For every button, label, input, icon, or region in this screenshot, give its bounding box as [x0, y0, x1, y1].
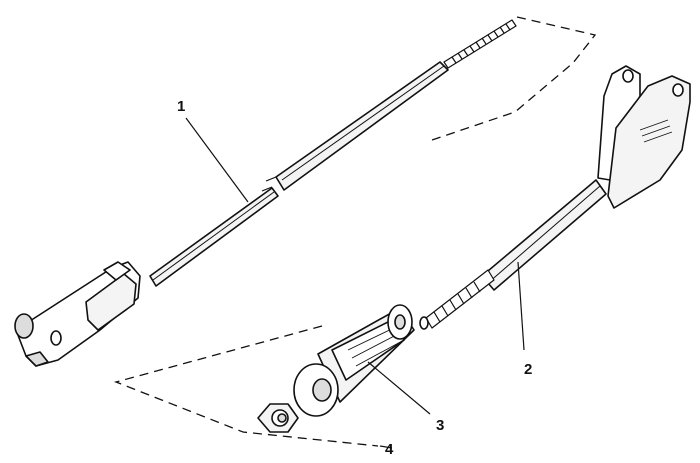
assembly-guide-lines — [113, 16, 597, 447]
leader-line-2 — [517, 261, 525, 351]
part-3-adjuster-barrel — [293, 304, 415, 417]
callout-label-3: 3 — [436, 417, 445, 434]
callout-label-4: 4 — [385, 441, 394, 458]
part-4-hex-nut — [257, 403, 299, 433]
leader-line-4 — [379, 445, 393, 449]
leader-line-3 — [367, 361, 431, 415]
rod-threaded-section — [425, 269, 495, 329]
part-1-pull-rod — [14, 19, 517, 367]
callout-label-2: 2 — [524, 361, 533, 378]
part-2-bracket-rod — [419, 65, 691, 330]
callout-label-1: 1 — [177, 98, 186, 115]
leader-line-1 — [185, 117, 249, 203]
rod-threaded-end — [443, 19, 517, 69]
callout-leader-lines — [185, 117, 525, 449]
